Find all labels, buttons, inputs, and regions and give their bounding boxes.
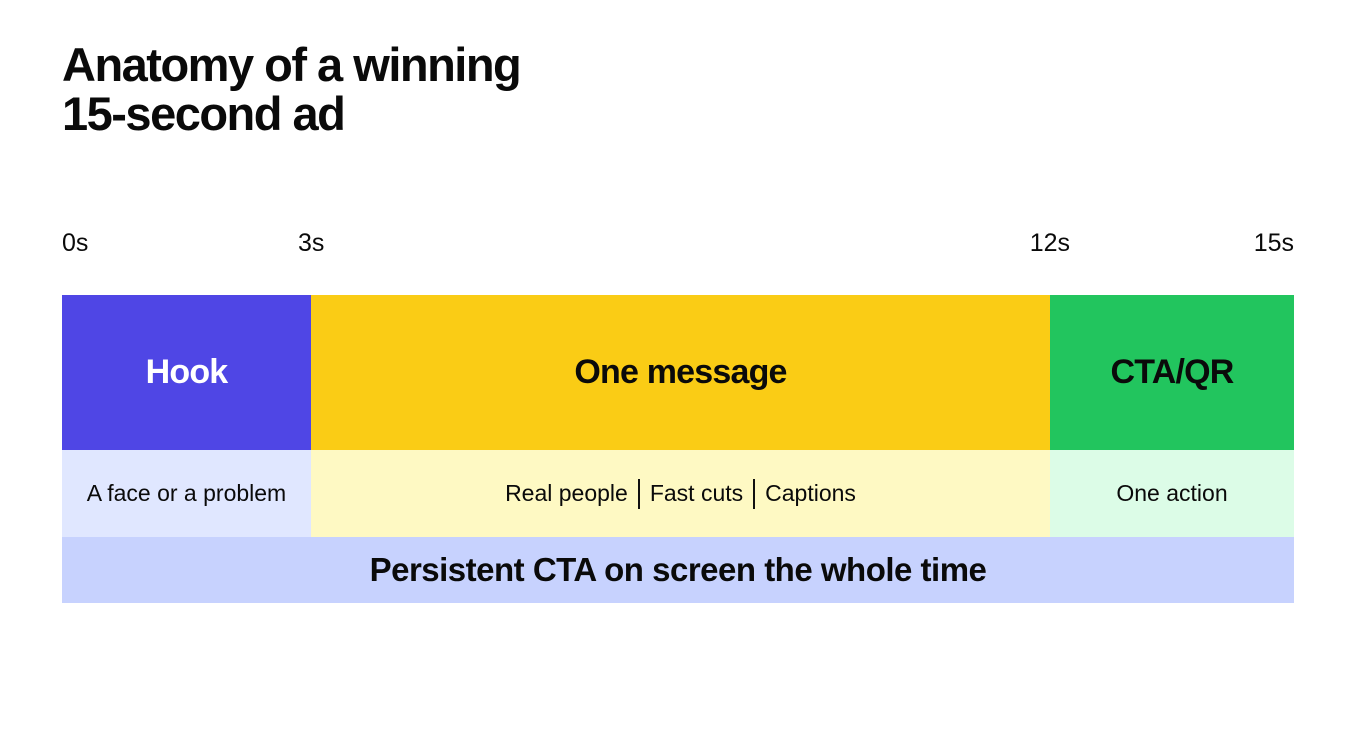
tick-0s: 0s [62, 229, 89, 257]
title-line-2: 15-second ad [62, 87, 346, 140]
detail-fast-cuts: Fast cuts [649, 480, 744, 506]
detail-one-message: Real people Fast cuts Captions [311, 450, 1050, 537]
time-axis: 0s 3s 12s 15s [62, 226, 1294, 260]
tick-12s: 12s [1029, 229, 1070, 257]
divider [637, 478, 640, 509]
ad-timeline: Hook One message CTA/QR A face or a prob… [62, 295, 1294, 603]
title-line-1: Anatomy of a winning [62, 38, 522, 91]
detail-cta: One action [1050, 450, 1294, 537]
divider [753, 478, 756, 509]
phase-row: Hook One message CTA/QR [62, 295, 1294, 450]
detail-row: A face or a problem Real people Fast cut… [62, 450, 1294, 537]
persistent-cta-bar: Persistent CTA on screen the whole time [62, 537, 1294, 603]
phase-cta-qr: CTA/QR [1050, 295, 1294, 450]
detail-hook: A face or a problem [62, 450, 311, 537]
phase-hook: Hook [62, 295, 311, 450]
detail-real-people: Real people [505, 480, 628, 506]
tick-15s: 15s [1253, 229, 1294, 257]
page-title: Anatomy of a winning 15-second ad [62, 38, 522, 140]
tick-3s: 3s [298, 229, 325, 257]
phase-one-message: One message [311, 295, 1050, 450]
detail-captions: Captions [765, 480, 856, 506]
